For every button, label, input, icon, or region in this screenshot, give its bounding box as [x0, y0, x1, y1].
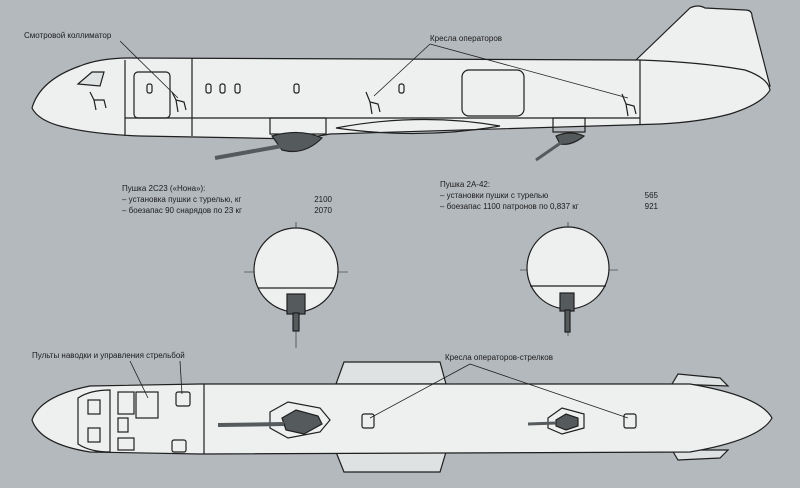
console-seat: [171, 439, 187, 453]
console-seat: [175, 391, 191, 407]
turret-bay-rear: [552, 117, 586, 133]
rear-hatch: [461, 69, 525, 117]
cross-section-2a42: [520, 222, 618, 336]
turret-section: [286, 293, 306, 315]
pilot-seat-top: [87, 399, 101, 415]
turret-section: [559, 292, 575, 312]
spec-row: – установки пушки с турелью 565: [440, 191, 658, 202]
spec-title: Пушка 2С23 («Нона»):: [122, 184, 206, 193]
spec-label: – установки пушки с турелью: [440, 191, 549, 200]
window: [234, 83, 241, 94]
window: [293, 83, 300, 94]
gun-barrel-top-2s23: [217, 422, 285, 427]
gunner-seat: [623, 413, 637, 429]
turret-core-2s23: [281, 409, 323, 435]
leader-line: [179, 360, 183, 395]
spec-row: – боезапас 1100 патронов по 0,837 кг 921: [440, 202, 658, 213]
leader-line: [429, 43, 629, 99]
cross-section-2s23: [244, 222, 348, 348]
label-operator-seats: Кресла операторов: [430, 34, 503, 43]
cockpit-outline: [77, 389, 111, 453]
fire-control-console: [117, 417, 129, 433]
leader-line: [119, 40, 179, 99]
fuselage-side: [31, 57, 771, 140]
operator-seat: [621, 93, 637, 117]
collimator-seat: [171, 91, 187, 113]
spec-value: 2070: [314, 206, 332, 215]
gun-barrel-top-2a42: [527, 421, 557, 426]
gun-section: [564, 309, 571, 333]
spec-label: – боезапас 1100 патронов по 0,837 кг: [440, 202, 579, 211]
spec-block-2a42: Пушка 2А-42: – установки пушки с турелью…: [440, 180, 658, 213]
spec-value: 565: [644, 191, 658, 200]
wing-root-upper: [335, 361, 447, 385]
spec-title: Пушка 2А-42:: [440, 180, 491, 189]
spec-row: – боезапас 90 снарядов по 23 кг 2070: [122, 206, 332, 217]
turret-top-2a42: [547, 407, 585, 435]
spec-label: – установка пушки с турелью, кг: [122, 195, 242, 204]
gun-barrel-2s23: [214, 144, 283, 160]
fuselage-top: [31, 383, 773, 455]
fire-control-console: [135, 391, 159, 419]
label-control-panels: Пульты наводки и управления стрельбой: [32, 351, 185, 360]
label-collimator: Смотровой коллиматор: [24, 31, 112, 40]
turret-core-2a42: [555, 413, 579, 431]
leader-line: [373, 43, 431, 97]
window: [398, 83, 405, 94]
turret-top-2s23: [269, 401, 331, 439]
cockpit-window: [76, 71, 105, 87]
operator-seat: [365, 91, 381, 115]
spec-value: 921: [644, 202, 658, 211]
gunner-seat: [361, 413, 375, 429]
leader-line: [369, 363, 471, 419]
gun-section: [292, 312, 300, 332]
window: [205, 83, 212, 94]
gun-barrel-2a42: [535, 140, 563, 162]
spec-block-2s23: Пушка 2С23 («Нона»): – установка пушки с…: [122, 184, 332, 217]
fire-control-console: [117, 391, 135, 415]
window: [219, 83, 226, 94]
belly-fairing: [335, 118, 501, 135]
label-gunner-seats: Кресла операторов-стрелков: [445, 353, 553, 362]
spec-label: – боезапас 90 снарядов по 23 кг: [122, 206, 242, 215]
top-view: [31, 360, 773, 473]
turret-front: [271, 131, 324, 153]
pilot-seat: [89, 91, 107, 111]
side-view: [31, 5, 771, 162]
stabilizer-upper: [670, 373, 730, 387]
fire-control-console: [117, 437, 135, 451]
spec-value: 2100: [314, 195, 332, 204]
leader-line: [469, 363, 629, 419]
leader-line: [129, 360, 149, 399]
pilot-seat-top: [87, 427, 101, 443]
wing-root-lower: [335, 451, 447, 473]
spec-row: – установка пушки с турелью, кг 2100: [122, 195, 332, 206]
window: [146, 83, 153, 94]
turret-rear: [555, 132, 586, 145]
